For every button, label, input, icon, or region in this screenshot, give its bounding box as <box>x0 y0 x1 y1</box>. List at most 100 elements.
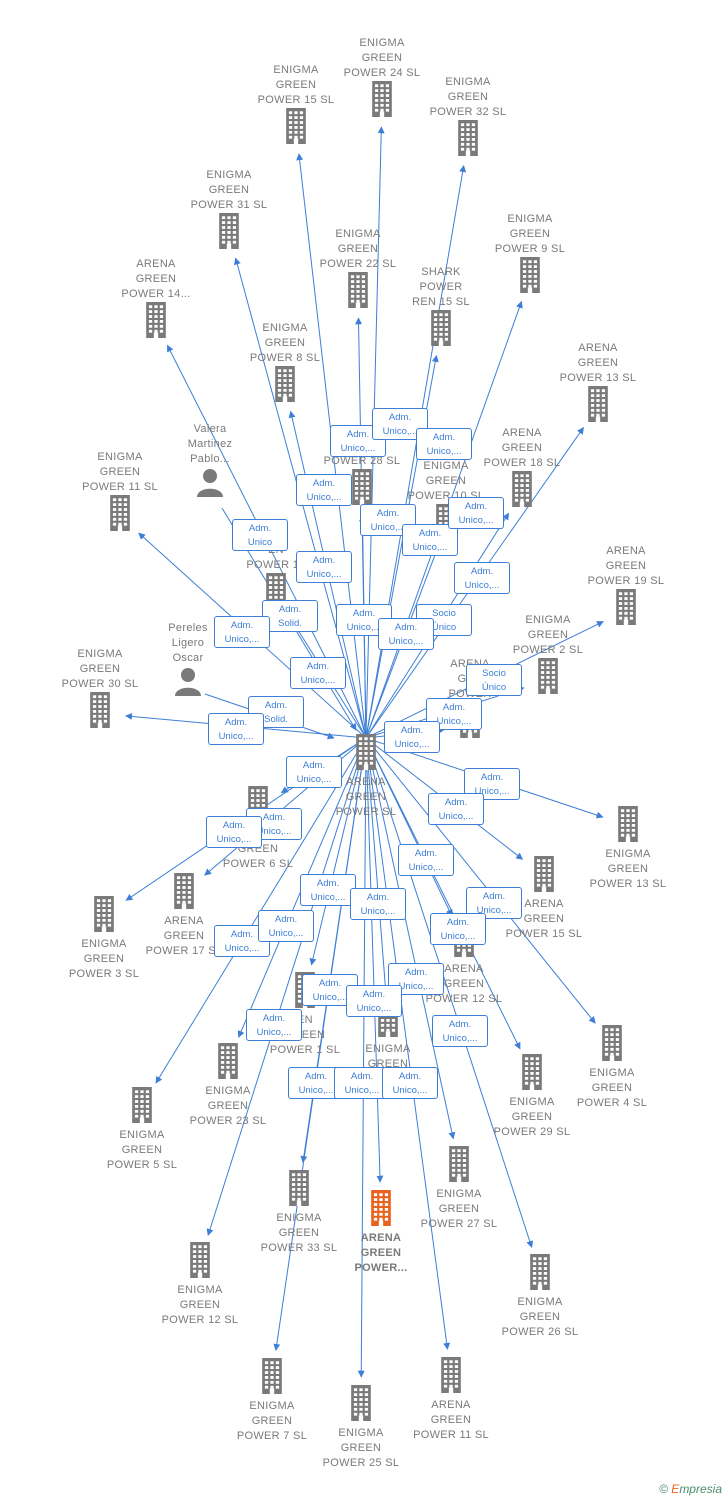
relation-badge-adm[interactable]: Adm. Unico,... <box>286 756 342 788</box>
node-eg28[interactable]: POWER 28 SL <box>307 454 417 510</box>
node-label-line: GREEN <box>447 91 489 103</box>
building-icon <box>303 272 413 313</box>
building-icon <box>306 1385 416 1426</box>
relation-badge-socio[interactable]: Socio Único <box>466 664 522 696</box>
relation-badge-adm[interactable]: Adm. Solid. <box>262 600 318 632</box>
relation-badge-adm[interactable]: Adm. Unico,... <box>454 562 510 594</box>
relation-badge-adm[interactable]: Adm. Unico,... <box>296 551 352 583</box>
node-label-line: GREEN <box>264 337 306 349</box>
relation-badge-adm[interactable]: Adm. Unico,... <box>300 874 356 906</box>
node-label-line: GREEN <box>361 52 403 64</box>
relation-badge-adm[interactable]: Adm. Unico,... <box>426 698 482 730</box>
edge-eg7 <box>273 737 367 1351</box>
node-label-line: ENIGMA <box>335 228 381 240</box>
relation-badge-adm[interactable]: Adm. Unico,... <box>346 985 402 1017</box>
relation-badge-adm[interactable]: Adm. Solid. <box>248 696 304 728</box>
relation-badge-adm[interactable]: Adm. Unico,... <box>214 616 270 648</box>
node-label-line: ARENA <box>136 258 176 270</box>
relation-badge-adm[interactable]: Adm. Unico,... <box>398 844 454 876</box>
relation-badge-adm[interactable]: Adm. Unico,... <box>428 793 484 825</box>
node-label-line: ENIGMA <box>507 213 553 225</box>
relation-badge-adm[interactable]: Adm. Unico,... <box>246 1009 302 1041</box>
node-label-line: ARENA <box>444 963 484 975</box>
building-icon <box>87 1087 197 1128</box>
relation-badge-adm[interactable]: Adm. Unico,... <box>382 1067 438 1099</box>
node-label-line: ENIGMA <box>273 64 319 76</box>
relation-badge-adm[interactable]: Adm. Unico,... <box>432 1015 488 1047</box>
relation-badge-adm[interactable]: Adm. Unico,... <box>334 1067 390 1099</box>
building-icon <box>326 1190 436 1231</box>
building-icon <box>413 120 523 161</box>
relation-badge-adm[interactable]: Adm. Unico,... <box>360 504 416 536</box>
building-icon <box>174 213 284 254</box>
relation-badge-adm[interactable]: Adm. Unico <box>232 519 288 551</box>
relation-badge-adm[interactable]: Adm. Unico,... <box>402 524 458 556</box>
node-label-line: GREEN <box>179 1299 221 1311</box>
relation-badge-adm[interactable]: Adm. Unico,... <box>206 816 262 848</box>
node-label-line: ARENA <box>502 427 542 439</box>
relation-badge-adm[interactable]: Adm. Unico,... <box>296 474 352 506</box>
relation-badge-adm[interactable]: Adm. Unico,... <box>290 657 346 689</box>
relation-badge-adm[interactable]: Adm. Unico,... <box>416 428 472 460</box>
building-icon <box>404 1146 514 1187</box>
relation-badge-adm[interactable]: Adm. Unico,... <box>448 497 504 529</box>
relation-badge-adm[interactable]: Adm. Unico,... <box>378 618 434 650</box>
relation-badge-adm[interactable]: Adm. Unico,... <box>430 913 486 945</box>
node-label-line: POWER 19 SL <box>587 575 665 587</box>
relation-badge-adm[interactable]: Adm. Unico,... <box>258 910 314 942</box>
node-label-line: GREEN <box>591 1082 633 1094</box>
node-label-line: POWER 26 SL <box>501 1326 579 1338</box>
relation-badge-adm[interactable]: Adm. Unico,... <box>246 808 302 840</box>
node-label-line: GREEN <box>163 930 205 942</box>
relation-badge-adm[interactable]: Adm. Unico,... <box>384 721 440 753</box>
relation-badge-adm[interactable]: Adm. Unico,... <box>350 888 406 920</box>
node-label-line: POWER 2 SL <box>512 644 584 656</box>
relation-badge-adm[interactable]: Adm. Unico,... <box>208 713 264 745</box>
node-label-line: POWER 9 SL <box>494 243 566 255</box>
edge-eg1 <box>309 737 367 966</box>
node-label-line: ENIGMA <box>589 1067 635 1079</box>
